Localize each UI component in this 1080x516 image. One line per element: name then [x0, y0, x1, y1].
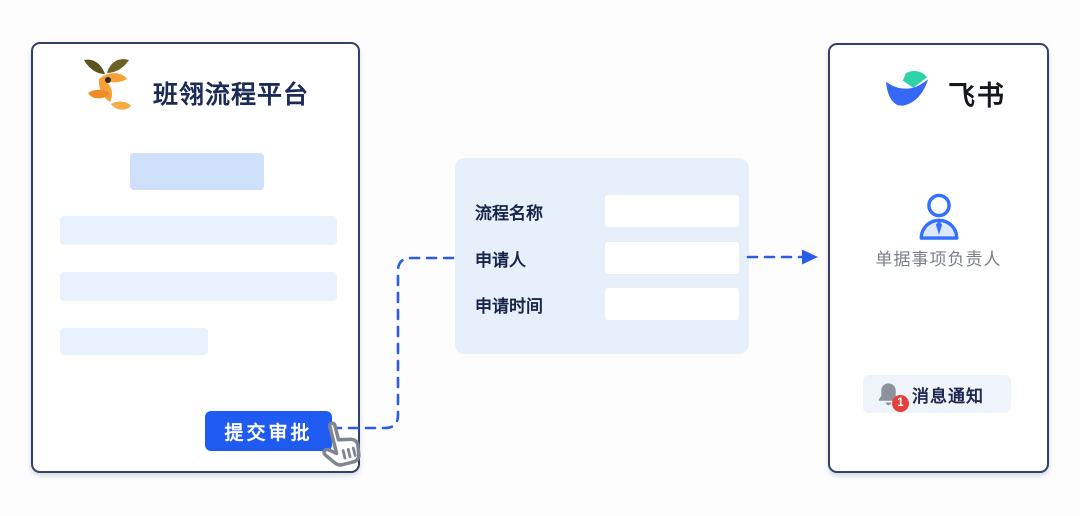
page-title: 班翎流程平台	[153, 81, 310, 109]
assignee-label: 单据事项负责人	[875, 250, 1002, 269]
notification-label: 消息通知	[912, 386, 984, 406]
form-row: 申请人	[475, 242, 739, 274]
apply-time-input[interactable]	[605, 288, 739, 320]
field-label-apply-time: 申请时间	[475, 296, 543, 316]
feishu-logo-icon	[882, 69, 932, 116]
form-row: 流程名称	[475, 195, 739, 227]
skeleton-bar	[60, 216, 337, 245]
arrowhead-icon	[802, 249, 818, 265]
feishu-app-name: 飞书	[948, 81, 1006, 111]
banling-platform-window: 班翎流程平台 提交审批	[31, 42, 360, 473]
notification-badge: 1	[892, 395, 909, 412]
dashed-arrow-right	[746, 249, 818, 265]
hand-cursor-icon	[312, 414, 368, 477]
feishu-window: 飞书 单据事项负责人 1 消息通知	[828, 43, 1049, 473]
skeleton-bar-header	[130, 153, 264, 190]
banling-bird-logo-icon	[81, 56, 135, 125]
notification-row: 1 消息通知	[863, 375, 1011, 413]
process-name-input[interactable]	[605, 195, 739, 227]
form-row: 申请时间	[475, 288, 739, 320]
skeleton-bar	[60, 328, 208, 355]
skeleton-bar	[60, 272, 337, 301]
submit-approval-button[interactable]: 提交审批	[205, 411, 332, 451]
applicant-input[interactable]	[605, 242, 739, 274]
bell-icon: 1	[875, 380, 909, 412]
user-icon	[916, 191, 962, 248]
approval-form-card: 流程名称 申请人 申请时间	[455, 158, 749, 354]
field-label-applicant: 申请人	[475, 250, 526, 270]
field-label-process-name: 流程名称	[475, 203, 543, 223]
